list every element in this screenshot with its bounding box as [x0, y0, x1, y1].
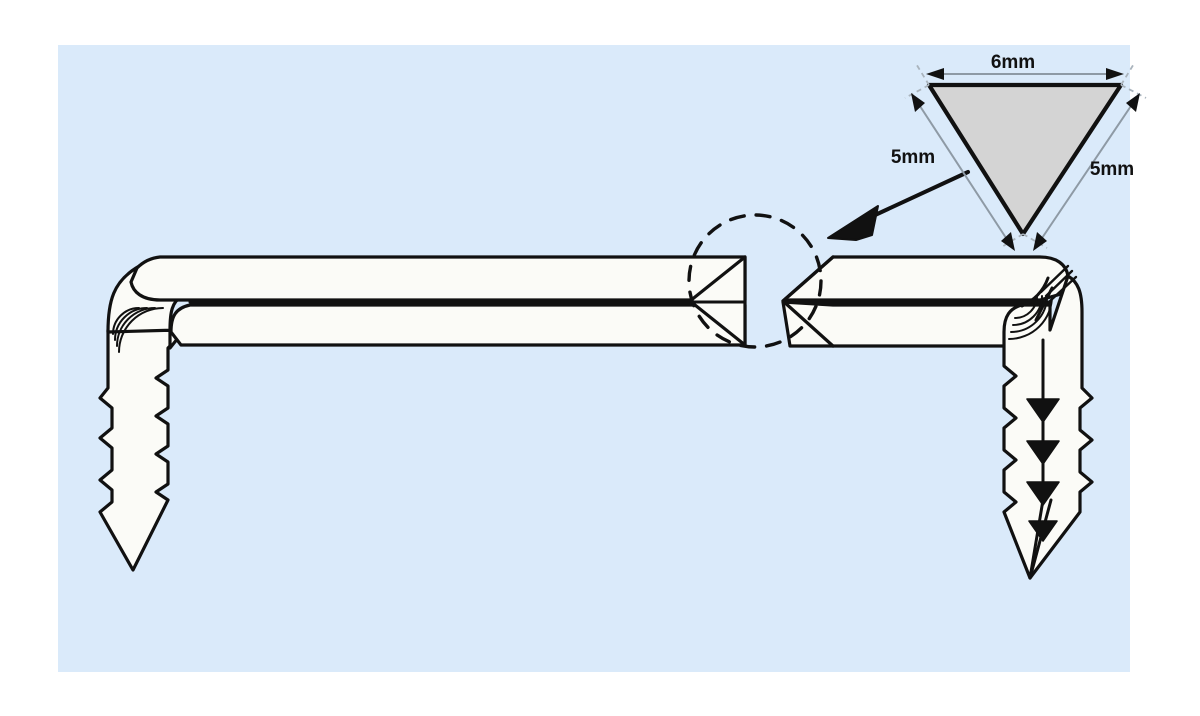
dimension-arrow-left-top [911, 93, 925, 112]
right-corner-edge-lines [1039, 264, 1078, 303]
dimension-arrow-top-left [926, 68, 944, 80]
dimension-arrow-right-top [1126, 93, 1140, 112]
bridge-lower-face-left [169, 303, 747, 347]
right-leg-barb-marks [1026, 398, 1060, 542]
right-corner-hatching [1008, 295, 1053, 340]
dimension-right-5mm [1033, 93, 1140, 251]
left-leg-body [98, 328, 180, 572]
dimension-label-top: 6mm [991, 52, 1035, 73]
dimension-arrow-right-bottom [1033, 232, 1047, 251]
dimension-label-left: 5mm [891, 147, 935, 168]
dimension-label-right: 5mm [1090, 159, 1134, 180]
dimension-arrow-top-right [1106, 68, 1124, 80]
dimension-witness-lines [904, 61, 1147, 249]
dimension-top-6mm [926, 68, 1124, 80]
arrow-shaft [858, 170, 970, 224]
dimension-line-left [915, 99, 1011, 245]
arrow-head [827, 205, 879, 241]
dimension-line-right [1037, 99, 1136, 245]
diagram-panel [58, 45, 1130, 672]
left-corner-hatching [112, 307, 164, 353]
right-leg-front-ridge-b [1028, 498, 1053, 580]
cross-section-triangle [926, 82, 1124, 237]
bridge-top-face-right [781, 255, 1070, 303]
detail-callout-circle [687, 213, 823, 349]
cross-section-detail: 6mm 5mm 5mm [891, 52, 1147, 251]
cross-section-pointer-arrow [827, 170, 970, 241]
right-leg-inner-curve [1020, 276, 1050, 308]
right-cut-end-point [781, 255, 835, 348]
dimension-left-5mm [911, 93, 1015, 251]
bridge-top-face-left [129, 255, 747, 302]
right-leg-body [1002, 274, 1094, 580]
barbed-staple-device [98, 255, 1094, 580]
dimension-arrow-left-bottom [1001, 232, 1015, 251]
